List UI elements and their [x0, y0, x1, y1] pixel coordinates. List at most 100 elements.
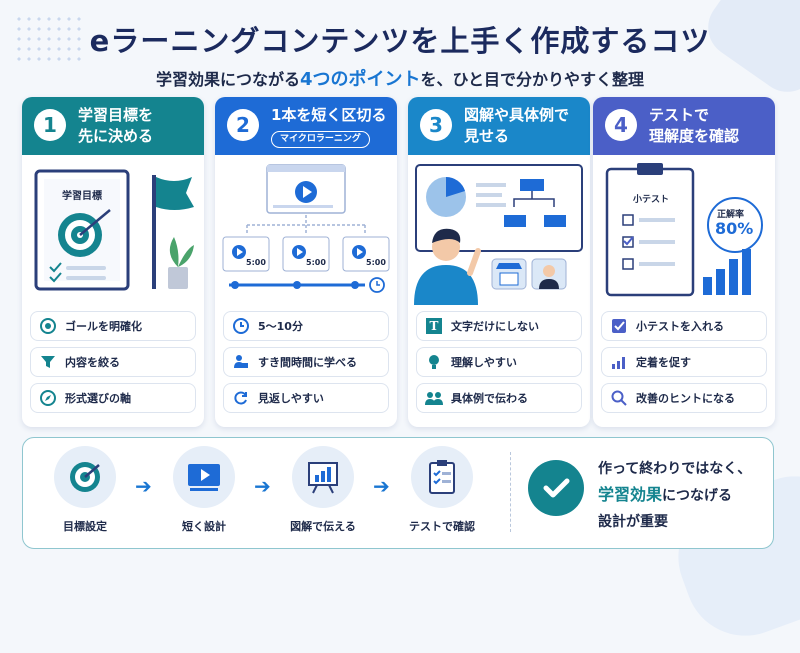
subtitle-highlight: 4つのポイント: [299, 69, 421, 90]
people-icon: [417, 390, 451, 406]
card-test: 4 テストで 理解度を確認 小テスト 正解率 80% 小: [593, 97, 775, 427]
checkbox-icon: [602, 318, 636, 334]
list-item: 5〜10分: [223, 311, 389, 341]
item-label: 形式選びの軸: [65, 392, 131, 405]
card-header: 2 1本を短く区切る マイクロラーニング: [215, 97, 397, 155]
conclusion-text-part: につなげる: [662, 488, 733, 504]
card-goal: 1 学習目標を 先に決める 学習目標 ゴールを明確化: [22, 97, 204, 427]
flow-step: 短く設計: [159, 446, 249, 534]
arrow-right-icon: ➔: [373, 474, 390, 498]
item-label: 具体例で伝わる: [451, 392, 528, 405]
divider: [510, 452, 511, 532]
item-label: 小テストを入れる: [636, 320, 724, 333]
card-header: 1 学習目標を 先に決める: [22, 97, 204, 155]
card-items: 小テストを入れる 定着を促す 改善のヒントになる: [593, 311, 775, 413]
card-title: 1本を短く区切る マイクロラーニング: [271, 105, 386, 148]
arrow-right-icon: ➔: [254, 474, 271, 498]
item-label: すき間時間に学べる: [258, 356, 357, 369]
card-title-line: テストで: [649, 106, 710, 124]
page-title: eラーニングコンテンツを上手く作成するコツ: [89, 24, 711, 58]
flow-label: テストで確認: [409, 520, 475, 533]
text-t-icon: T: [417, 318, 451, 334]
card-title: 図解や具体例で 見せる: [464, 105, 569, 147]
video-icon: [173, 446, 235, 508]
flow-step: テストで確認: [397, 446, 487, 534]
card-items: T 文字だけにしない 理解しやすい 具体例で伝わる: [408, 311, 590, 413]
conclusion-line: 作って終わりではなく、: [598, 461, 752, 477]
card-header: 4 テストで 理解度を確認: [593, 97, 775, 155]
conclusion-highlight: 学習効果: [598, 485, 663, 504]
video-duration: 5:00: [366, 258, 386, 267]
card-title-line: 図解や具体例で: [464, 106, 570, 124]
item-label: 文字だけにしない: [451, 320, 539, 333]
card-tag: マイクロラーニング: [271, 131, 370, 148]
illustration-quiz: 小テスト 正解率 80%: [593, 155, 775, 305]
card-header: 3 図解や具体例で 見せる: [408, 97, 590, 155]
list-item: 見返しやすい: [223, 383, 389, 413]
card-title: 学習目標を 先に決める: [78, 105, 153, 147]
board-title: 学習目標: [62, 191, 102, 202]
conclusion-line: 学習効果につなげる: [598, 482, 768, 509]
decor-dots: [14, 14, 84, 64]
refresh-icon: [224, 390, 258, 406]
flow-label: 目標設定: [63, 520, 107, 533]
list-item: 定着を促す: [601, 347, 767, 377]
conclusion-line: 設計が重要: [598, 514, 668, 530]
subtitle-text: を、ひと目で分かりやすく整理: [420, 70, 645, 89]
list-item: すき間時間に学べる: [223, 347, 389, 377]
item-label: 見返しやすい: [258, 392, 324, 405]
card-title: テストで 理解度を確認: [649, 105, 739, 147]
person-desk-icon: [224, 354, 258, 370]
page-subtitle: 学習効果につながる4つのポイントを、ひと目で分かりやすく整理: [0, 65, 800, 91]
card-items: ゴールを明確化 内容を絞る 形式選びの軸: [22, 311, 204, 413]
accuracy-value: 80%: [715, 219, 754, 238]
chart-board-icon: [292, 446, 354, 508]
illustration-goal-board: 学習目標: [22, 155, 204, 305]
flow-label: 短く設計: [182, 520, 226, 533]
card-title-line: 見せる: [464, 127, 510, 145]
checklist-icon: [411, 446, 473, 508]
item-label: 5〜10分: [258, 320, 303, 333]
funnel-icon: [31, 354, 65, 370]
card-title-line: 1本を短く区切る: [271, 106, 387, 124]
card-title-line: 先に決める: [78, 127, 154, 145]
list-item: 形式選びの軸: [30, 383, 196, 413]
list-item: T 文字だけにしない: [416, 311, 582, 341]
list-item: 内容を絞る: [30, 347, 196, 377]
accuracy-label: 正解率: [717, 210, 745, 220]
item-label: 改善のヒントになる: [636, 392, 735, 405]
video-duration: 5:00: [306, 258, 326, 267]
compass-icon: [31, 390, 65, 406]
card-diagram-examples: 3 図解や具体例で 見せる T 文字だけにしない: [408, 97, 590, 427]
illustration-video-split: 5:00 5:00 5:00: [215, 155, 397, 305]
card-number: 2: [227, 109, 259, 141]
subtitle-text: 学習効果につながる: [155, 70, 300, 89]
list-item: 理解しやすい: [416, 347, 582, 377]
item-label: ゴールを明確化: [65, 320, 142, 333]
flow-step: 目標設定: [40, 446, 130, 534]
conclusion-text: 作って終わりではなく、 学習効果につなげる 設計が重要: [598, 456, 768, 535]
card-number: 1: [34, 109, 66, 141]
bar-up-icon: [602, 354, 636, 370]
list-item: ゴールを明確化: [30, 311, 196, 341]
clock-icon: [224, 318, 258, 334]
card-number: 3: [420, 109, 452, 141]
illustration-presenter: [408, 155, 590, 305]
lightbulb-icon: [417, 354, 451, 370]
item-label: 理解しやすい: [451, 356, 517, 369]
quiz-title: 小テスト: [633, 195, 670, 205]
card-number: 4: [605, 109, 637, 141]
check-circle-icon: [528, 460, 584, 516]
card-items: 5〜10分 すき間時間に学べる 見返しやすい: [215, 311, 397, 413]
list-item: 具体例で伝わる: [416, 383, 582, 413]
card-micro-learning: 2 1本を短く区切る マイクロラーニング 5:00 5:00: [215, 97, 397, 427]
card-title-line: 理解度を確認: [649, 127, 740, 145]
item-label: 定着を促す: [636, 356, 691, 369]
flow-label: 図解で伝える: [290, 520, 356, 533]
target-icon: [54, 446, 116, 508]
item-label: 内容を絞る: [65, 356, 120, 369]
list-item: 小テストを入れる: [601, 311, 767, 341]
magnifier-icon: [602, 390, 636, 406]
arrow-right-icon: ➔: [135, 474, 152, 498]
card-title-line: 学習目標を: [78, 106, 154, 124]
